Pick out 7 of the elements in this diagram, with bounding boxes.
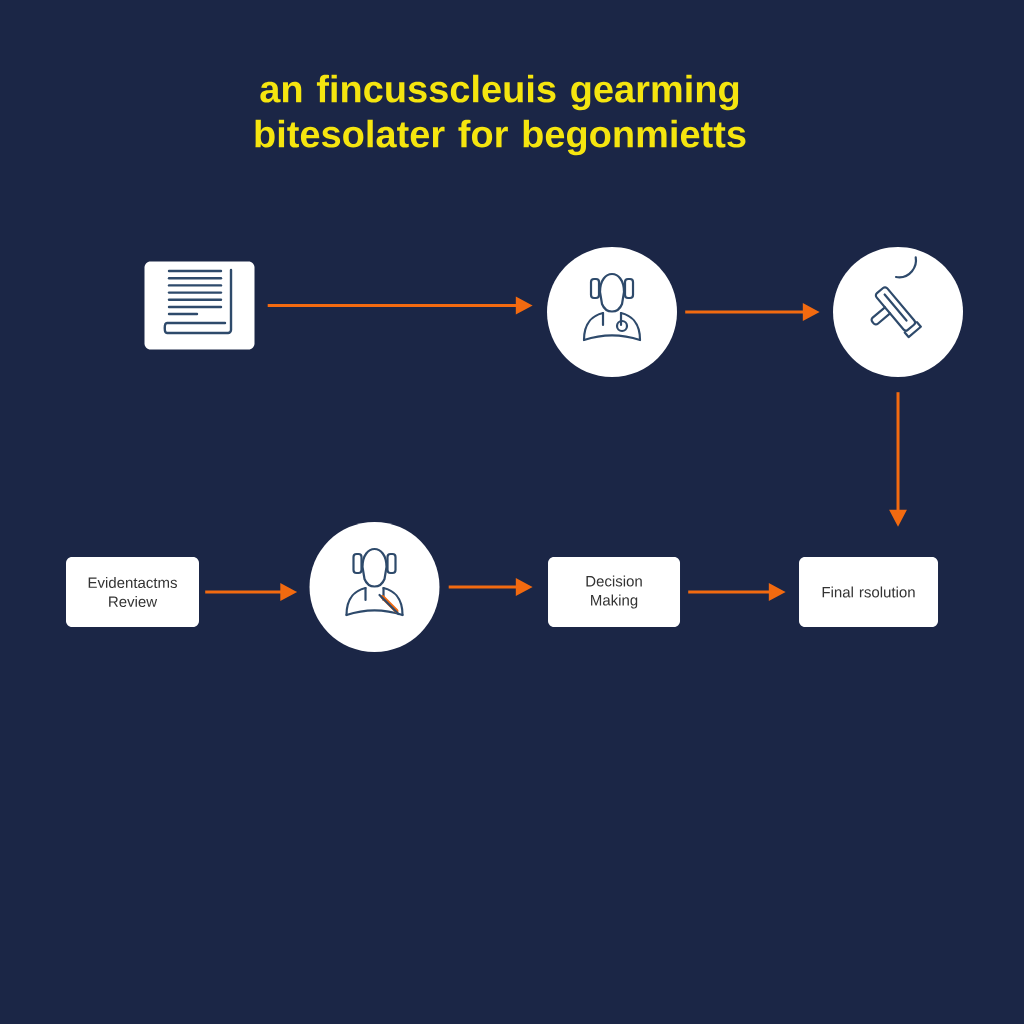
icon-circle [309,522,440,652]
title: an fincusscleuis gearming bitesolater for begonmietts [255,74,746,156]
icon-circle [547,247,677,377]
process-box: Evidentactms Review [66,557,199,627]
process-box: Final rsolution [799,557,938,627]
icon-circle [833,247,963,377]
process-box: Decision Making [548,557,680,627]
